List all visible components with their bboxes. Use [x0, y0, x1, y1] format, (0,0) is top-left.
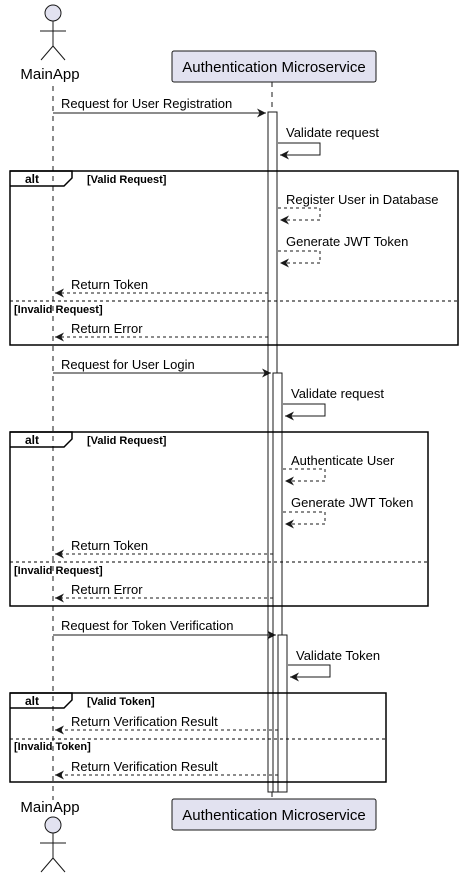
msg-label: Register User in Database [286, 192, 438, 207]
msg-label: Return Error [71, 582, 143, 597]
alt-keyword: alt [25, 694, 39, 708]
msg-label: Generate JWT Token [286, 234, 408, 249]
msg-label: Request for User Login [61, 357, 195, 372]
alt-else-guard: [Invalid Token] [14, 741, 91, 753]
alt-block: alt [Valid Token] [Invalid Token] [9, 692, 387, 783]
msg-label: Return Error [71, 321, 143, 336]
mainapp-actor-top: MainApp [20, 4, 80, 83]
alt-guard: [Valid Request] [87, 174, 167, 186]
alt-keyword: alt [25, 172, 39, 186]
auth-service-label-top: Authentication Microservice [182, 59, 365, 76]
alt-guard: [Valid Token] [87, 696, 155, 708]
self-msg-arrow [278, 250, 321, 268]
msg-label: Request for User Registration [61, 96, 232, 111]
auth-service-label-bottom: Authentication Microservice [182, 807, 365, 824]
mainapp-actor-bottom: MainApp [20, 799, 80, 873]
alt-guard: [Valid Request] [87, 435, 167, 447]
self-msg-arrow [283, 403, 326, 421]
mainapp-label-top: MainApp [20, 66, 79, 83]
msg-label: Return Token [71, 538, 148, 553]
msg-label: Validate request [291, 386, 384, 401]
alt-else-guard: [Invalid Request] [14, 304, 103, 316]
msg-label: Validate Token [296, 648, 380, 663]
self-msg-arrow [288, 664, 331, 682]
self-msg-arrow [283, 511, 326, 529]
msg-label: Return Token [71, 277, 148, 292]
msg-label: Return Verification Result [71, 759, 218, 774]
mainapp-label-bottom: MainApp [20, 799, 79, 816]
actor-head-icon [44, 816, 62, 834]
activation-bar-verification [277, 634, 288, 793]
auth-service-participant-bottom: Authentication Microservice [171, 798, 377, 831]
msg-label: Return Verification Result [71, 714, 218, 729]
self-msg-arrow [278, 207, 321, 225]
alt-block: alt [Valid Request] [Invalid Request] [9, 431, 429, 607]
self-msg-arrow [278, 142, 321, 160]
msg-label: Request for Token Verification [61, 618, 233, 633]
msg-label: Authenticate User [291, 453, 395, 468]
msg-label: Generate JWT Token [291, 495, 413, 510]
alt-else-guard: [Invalid Request] [14, 565, 103, 577]
msg-label: Validate request [286, 125, 379, 140]
auth-service-participant-top: Authentication Microservice [171, 50, 377, 83]
alt-block: alt [Valid Request] [Invalid Request] [9, 170, 459, 346]
self-msg-arrow [283, 468, 326, 486]
actor-head-icon [44, 4, 62, 22]
alt-keyword: alt [25, 433, 39, 447]
